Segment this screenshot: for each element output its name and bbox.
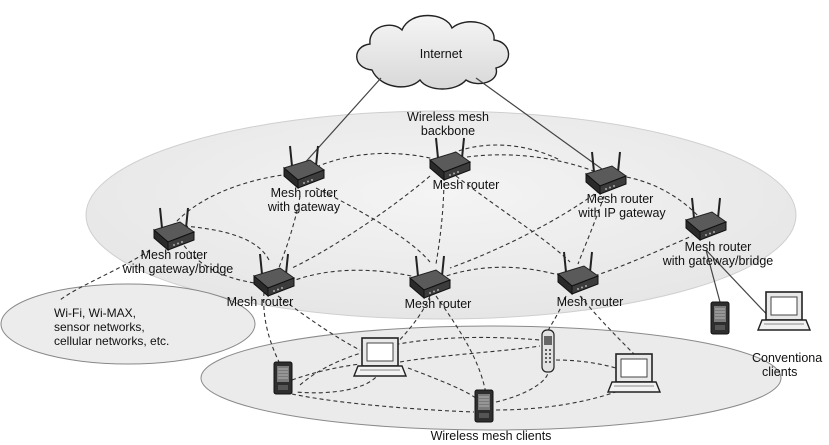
uplink-line xyxy=(705,249,775,323)
phone-icon xyxy=(541,329,555,373)
router-label: Mesh router xyxy=(557,295,624,309)
router-label: Mesh router xyxy=(433,178,500,192)
laptop-icon xyxy=(607,353,661,393)
clients-area-label: Wireless mesh clients xyxy=(431,429,552,443)
clients-region xyxy=(200,325,782,431)
conventional-clients-label: Conventiona xyxy=(752,351,822,365)
backbone-wireless-links xyxy=(167,144,701,285)
other-networks-label: sensor networks, xyxy=(54,320,145,334)
router-label: Mesh router xyxy=(227,295,294,309)
router-label: Mesh router xyxy=(141,248,208,262)
uplink-line xyxy=(475,77,607,173)
router-label: with gateway/bridge xyxy=(662,254,774,268)
other-networks-label: Wi-Fi, Wi-MAX, xyxy=(54,306,136,320)
router-label: Mesh router xyxy=(685,240,752,254)
uplink-line xyxy=(301,77,382,167)
conventional-clients-label: clients xyxy=(762,365,797,379)
internet-label: Internet xyxy=(420,47,463,61)
other-networks-region xyxy=(0,283,256,365)
pda-icon xyxy=(710,301,730,335)
laptop-icon xyxy=(757,291,811,331)
router-label: Mesh router xyxy=(271,186,338,200)
backbone-label: backbone xyxy=(421,124,475,138)
uplink-line xyxy=(705,249,721,303)
laptop-icon xyxy=(353,337,407,377)
router-label: with gateway xyxy=(267,200,341,214)
pda-icon xyxy=(273,361,293,395)
router-label: Mesh router xyxy=(405,297,472,311)
router-label: Mesh router xyxy=(587,192,654,206)
router-label: with gateway/bridge xyxy=(122,262,234,276)
backbone-label: Wireless mesh xyxy=(407,110,489,124)
internet-cloud xyxy=(356,14,510,90)
other-networks-label: cellular networks, etc. xyxy=(54,334,169,348)
pda-icon xyxy=(474,389,494,423)
router-label: with IP gateway xyxy=(577,206,666,220)
